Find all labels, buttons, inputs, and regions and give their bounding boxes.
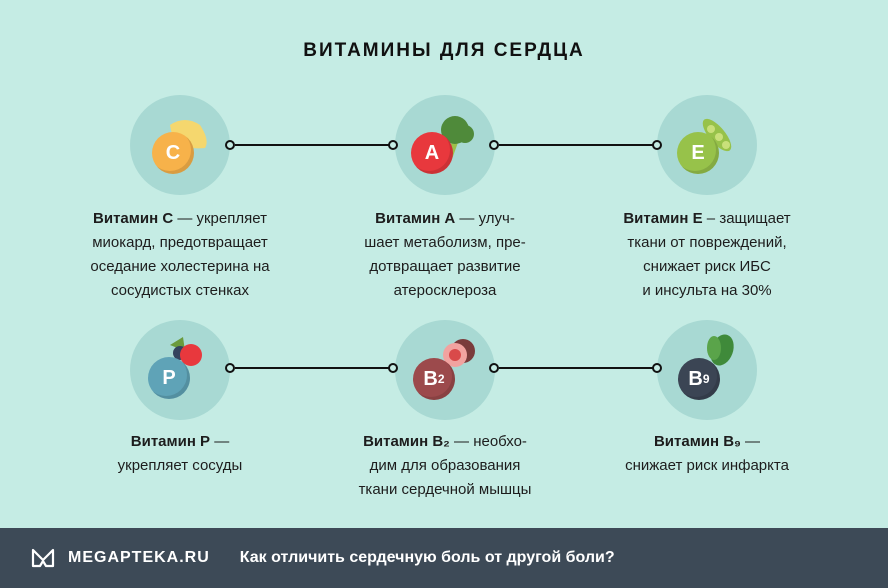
badge-sub: 2 xyxy=(437,372,445,386)
badge-letter: B xyxy=(423,367,438,390)
brand-name: MEGAPTEKA.RU xyxy=(68,549,210,566)
connector-dot xyxy=(489,363,499,373)
connector-dot xyxy=(225,140,235,150)
spinach-icon xyxy=(707,334,734,366)
vitamin-a-text: Витамин A — улуч-шает метаболизм, пре-до… xyxy=(364,210,526,299)
badge-sub: 9 xyxy=(702,372,710,386)
vitamin-p-text: Витамин P —укрепляет сосуды xyxy=(117,433,243,474)
meat-icon xyxy=(443,339,475,367)
berries-icon xyxy=(170,337,202,366)
connector-line xyxy=(499,144,654,146)
brand-logo[interactable]: MEGAPTEKA.RU xyxy=(30,547,210,569)
connector-line xyxy=(235,367,390,369)
connector-dot xyxy=(388,140,398,150)
footer-link[interactable]: Как отличить сердечную боль от другой бо… xyxy=(239,549,615,566)
footer: MEGAPTEKA.RU Как отличить сердечную боль… xyxy=(0,528,888,588)
connector-line xyxy=(235,144,390,146)
connector-dot xyxy=(225,363,235,373)
vitamin-a-badge: A xyxy=(411,132,453,174)
peas-icon xyxy=(702,118,732,152)
badge-letter: B xyxy=(688,367,703,390)
vitamin-p-badge: P xyxy=(148,357,190,399)
connector-dot xyxy=(652,363,662,373)
megapteka-logo-icon xyxy=(31,548,55,568)
connector-dot xyxy=(388,363,398,373)
vitamin-e-badge: E xyxy=(677,132,719,174)
connector-dot xyxy=(652,140,662,150)
page-title: ВИТАМИНЫ ДЛЯ СЕРДЦА xyxy=(303,40,585,61)
connector-dot xyxy=(489,140,499,150)
vitamin-b9-text: Витамин B₉ —снижает риск инфаркта xyxy=(625,433,789,474)
vitamin-c-badge: C xyxy=(152,132,194,174)
connector-line xyxy=(499,367,654,369)
